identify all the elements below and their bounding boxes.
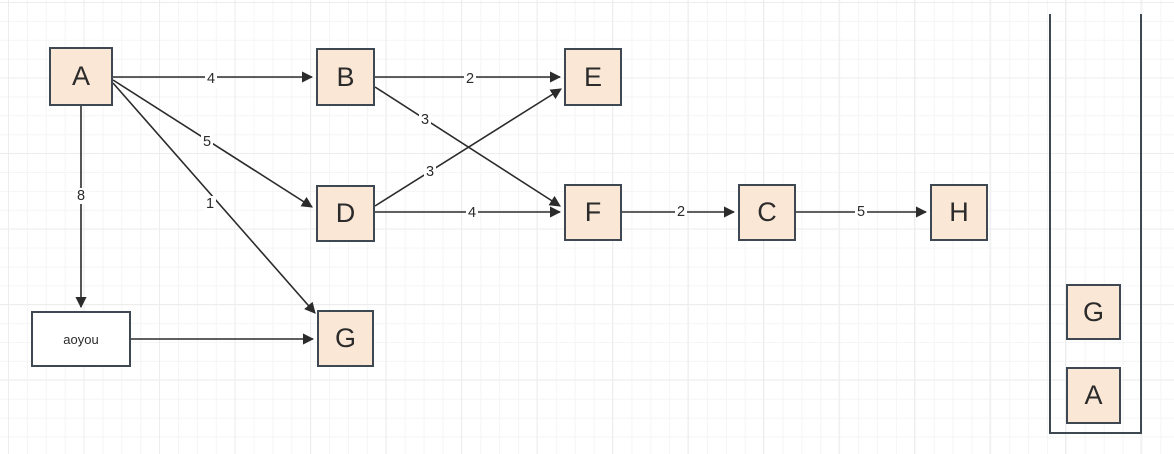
edge-weight-c-h: 5 [854,203,868,221]
edge-weight-b-f: 3 [418,111,432,129]
graph-edge-b-to-f[interactable] [374,86,561,207]
graph-node-a[interactable]: A [49,47,113,106]
side-panel[interactable] [1049,14,1142,434]
graph-node-g[interactable]: G [317,310,374,367]
edge-weight-a-d: 5 [200,133,214,151]
edge-weight-a-g: 1 [203,195,217,213]
panel-node-label: A [1084,380,1103,410]
edge-weight-d-f: 4 [465,204,479,222]
panel-node-a[interactable]: A [1066,367,1121,424]
graph-node-label: H [949,197,969,227]
graph-node-aoyou[interactable]: aoyou [31,311,131,367]
graph-node-label: C [757,197,777,227]
graph-node-label: F [584,197,602,227]
graph-node-e[interactable]: E [564,48,622,106]
edge-weight-d-e: 3 [423,163,437,181]
graph-node-d[interactable]: D [316,185,375,242]
edge-weight-a-aoyou: 8 [74,187,88,205]
panel-node-label: G [1082,296,1104,327]
edge-weight-f-c: 2 [674,203,688,221]
graph-node-label: aoyou [63,331,99,347]
graph-node-label: E [583,61,602,92]
graph-edge-d-to-e[interactable] [374,88,562,207]
graph-node-c[interactable]: C [738,184,796,241]
graph-node-label: D [335,198,356,228]
edge-weight-a-b: 4 [204,70,218,88]
graph-node-b[interactable]: B [316,48,375,106]
graph-node-f[interactable]: F [564,184,622,241]
panel-node-g[interactable]: G [1066,284,1121,340]
edge-weight-b-e: 2 [463,70,477,88]
graph-node-label: B [336,61,355,92]
graph-node-label: A [71,61,90,91]
graph-node-label: G [334,323,356,353]
graph-node-h[interactable]: H [930,184,988,241]
